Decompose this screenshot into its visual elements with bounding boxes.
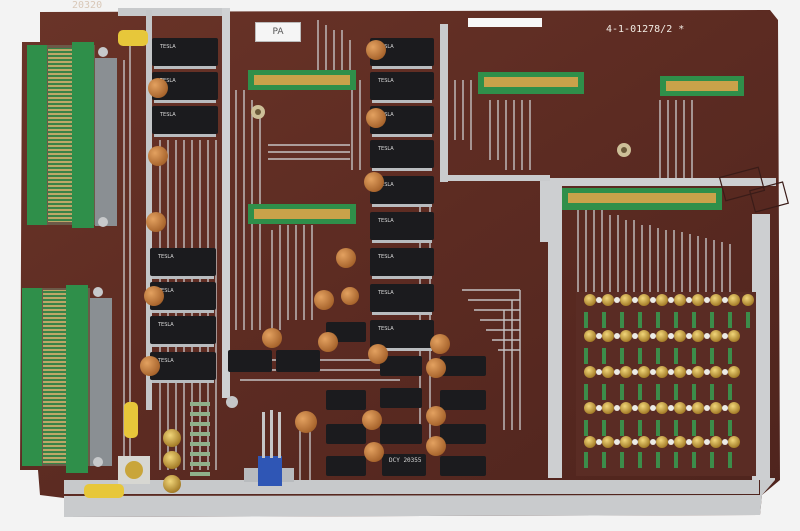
ic-label: TESLA (377, 182, 394, 188)
ic-brand-labels: TESLA TESLA TESLA TESLA TESLA TESLA TESL… (157, 44, 394, 364)
ic-label: TESLA (377, 326, 394, 332)
ceramic-capacitors (140, 40, 450, 462)
component-matrix (576, 292, 756, 476)
ic-label: TESLA (377, 290, 394, 296)
ic-label: TESLA (159, 44, 176, 50)
standoffs (226, 105, 631, 408)
transistors (163, 429, 181, 493)
ic-label: TESLA (377, 44, 394, 50)
ic-label: TESLA (157, 322, 174, 328)
ic-label: TESLA (157, 254, 174, 260)
edge-connector-top (27, 42, 117, 228)
ic-label: TESLA (377, 218, 394, 224)
resistor-strip (190, 402, 210, 476)
ic-label: TESLA (377, 146, 394, 152)
tantalum-capacitors (84, 30, 148, 498)
blue-component (244, 410, 294, 486)
ic-chips (150, 38, 486, 476)
ic-label: TESLA (159, 78, 176, 84)
ic-label: TESLA (377, 254, 394, 260)
marker-stamps (718, 166, 790, 213)
trimmer (118, 456, 150, 484)
ic-label: TESLA (157, 288, 174, 294)
edge-connector-bottom (22, 285, 112, 473)
ic-label: TESLA (377, 112, 394, 118)
ic-label: TESLA (159, 112, 176, 118)
ic-label: TESLA (377, 78, 394, 84)
pin-headers (248, 70, 744, 224)
ic-label: TESLA (157, 358, 174, 364)
ic-pins (152, 66, 432, 383)
